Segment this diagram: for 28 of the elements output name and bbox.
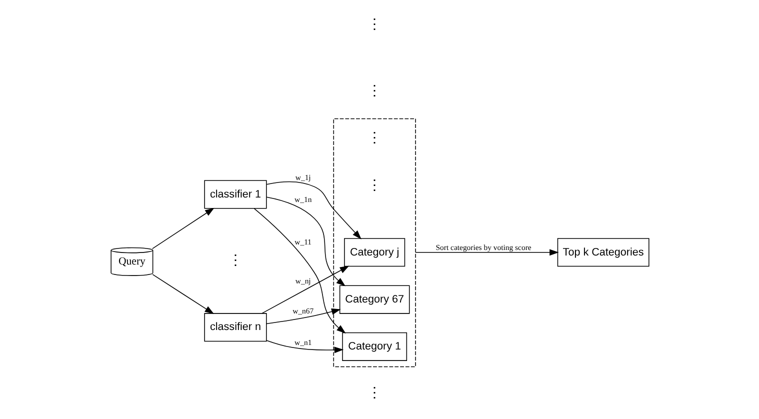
label: ⋮ — [367, 129, 382, 146]
arrow — [260, 266, 349, 314]
arrow — [266, 196, 346, 286]
arrow — [266, 308, 340, 324]
edge-label: w_n1 — [294, 338, 312, 348]
node-box: Category 1 — [342, 332, 407, 361]
node-box: classifier n — [204, 313, 266, 342]
label: ⋮ — [367, 16, 382, 32]
label: ⋮ — [228, 251, 242, 268]
arrow — [266, 340, 344, 354]
arrow — [152, 274, 214, 314]
arrow — [253, 208, 346, 334]
edge-label: w_11 — [294, 238, 312, 247]
label: ⋮ — [367, 384, 382, 400]
label: ⋮ — [367, 176, 382, 192]
node-box: Category j — [344, 238, 405, 267]
edge-label: Sort categories by voting score — [435, 243, 531, 252]
label: ⋮ — [367, 82, 382, 98]
node-box: classifier 1 — [204, 180, 266, 209]
arrow — [152, 208, 214, 250]
edge-label: w_1j — [294, 172, 310, 182]
edge-label: w_nj — [294, 276, 310, 286]
node-box: Top k Categories — [556, 238, 649, 267]
edge-label: w_n67 — [292, 306, 314, 316]
node-box: Category 67 — [338, 285, 410, 314]
arrow — [414, 249, 558, 256]
arrow — [266, 181, 361, 240]
edge-label: w_1n — [294, 195, 312, 204]
